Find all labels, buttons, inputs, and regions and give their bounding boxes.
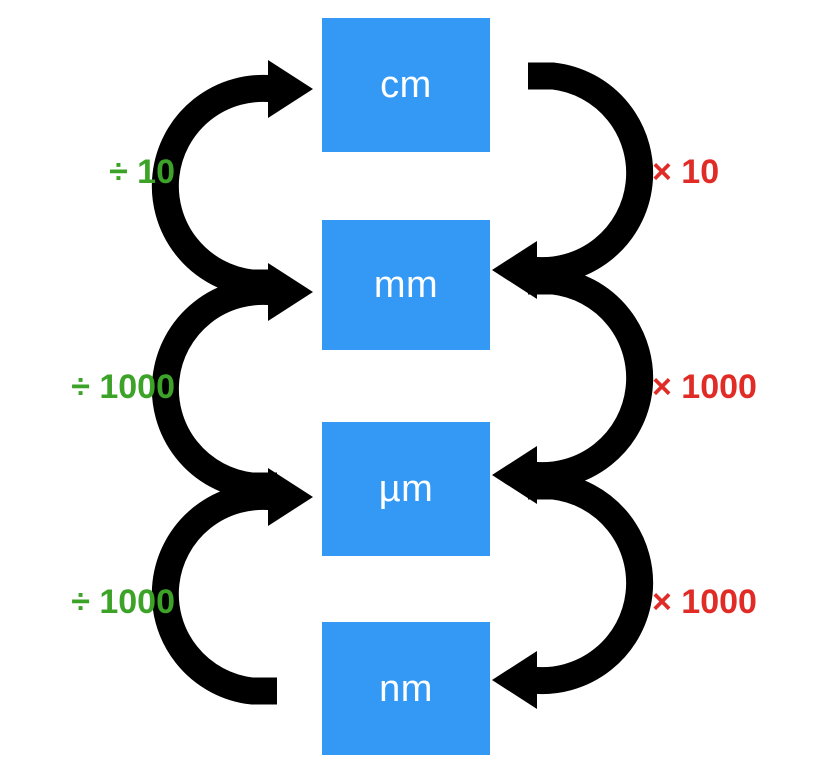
unit-box-label: µm xyxy=(378,468,434,510)
unit-box-cm[interactable]: cm xyxy=(322,18,490,152)
unit-box-label: nm xyxy=(379,667,433,710)
unit-box-um[interactable]: µm xyxy=(322,422,490,556)
divide-arrow-nm-to-um xyxy=(151,468,313,705)
multiply-label-um-nm: × 1000 xyxy=(652,583,757,621)
divide-arrow-um-to-mm xyxy=(151,263,313,500)
divide-label-cm-mm: ÷ 10 xyxy=(109,153,175,191)
multiply-arrow-cm-to-mm xyxy=(492,62,654,299)
unit-box-label: cm xyxy=(380,64,432,106)
divide-arrow-mm-to-cm xyxy=(151,60,313,297)
unit-box-label: mm xyxy=(373,264,439,306)
divide-label-mm-um: ÷ 1000 xyxy=(71,368,175,406)
multiply-arrow-mm-to-um xyxy=(492,267,654,504)
unit-box-nm[interactable]: nm xyxy=(322,622,490,755)
divide-label-um-nm: ÷ 1000 xyxy=(71,583,175,621)
multiply-label-cm-mm: × 10 xyxy=(652,153,720,191)
unit-box-mm[interactable]: mm xyxy=(322,220,490,350)
multiply-label-mm-um: × 1000 xyxy=(652,368,757,406)
multiply-arrow-um-to-nm xyxy=(492,472,654,709)
